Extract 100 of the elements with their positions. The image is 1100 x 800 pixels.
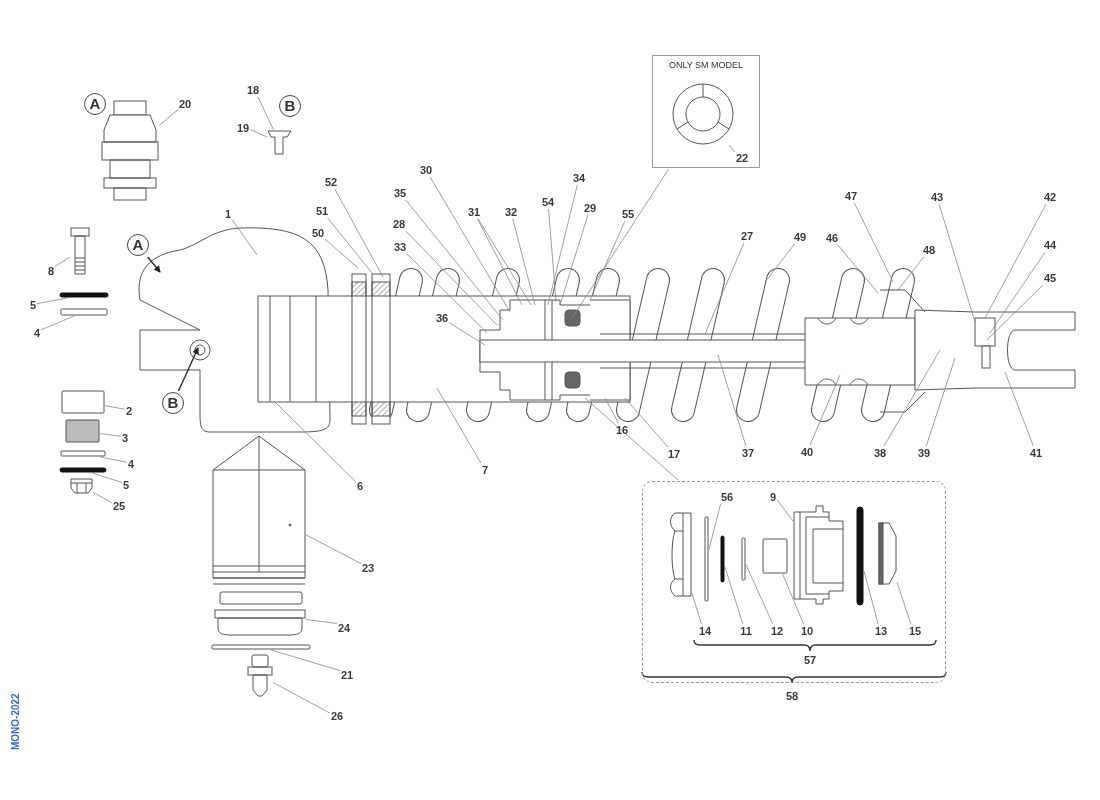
leader-line [92,491,113,504]
leader-line [477,218,523,306]
callout-number: 42 [1043,191,1057,203]
leader-line [986,284,1044,341]
arrow [177,347,199,392]
leader-line [249,129,268,138]
view-marker: A [127,234,149,256]
callout-number: 28 [392,218,406,230]
leader-line [324,238,359,269]
callout-number: 18 [246,84,260,96]
leader-line [837,244,879,294]
seal-ring-drawing [720,535,725,583]
callout-number: 8 [47,265,55,277]
seal-head-drawing [793,505,844,605]
callout-number: 32 [504,206,518,218]
callout-number: 49 [793,231,807,243]
callout-number: 12 [770,625,784,637]
leader-line [984,203,1047,319]
leader-line [272,682,331,714]
view-marker: B [279,95,301,117]
callout-number: 31 [467,206,481,218]
callout-number: 5 [122,479,130,491]
shim-drawing [741,537,746,581]
leader-line [405,230,498,326]
leader-line [512,218,536,306]
leader-line [584,397,679,481]
leader-line [305,534,362,564]
callout-number: 5 [29,299,37,311]
washer-drawing [60,308,108,316]
callout-number: 14 [698,625,712,637]
leader-line [448,322,486,346]
leader-line [728,144,736,153]
leader-line [938,203,976,323]
callout-number: 36 [435,312,449,324]
leader-line [776,499,794,522]
leader-line [1004,371,1034,447]
leader-line [897,256,924,291]
leader-line [436,387,482,464]
callout-number: 10 [800,625,814,637]
leader-line [104,405,126,410]
bushing-drawing [762,538,788,574]
callout-number: 3 [121,432,129,444]
callout-number: 4 [33,327,41,339]
leader-line [724,566,744,625]
leader-line [99,433,122,437]
bleed-screw-drawing [267,130,292,155]
leader-line [624,397,669,448]
leader-line [717,354,747,447]
callout-number: 21 [340,669,354,681]
callout-number: 23 [361,562,375,574]
leader-line [54,256,71,267]
leader-line [274,401,357,483]
callout-number: 52 [324,176,338,188]
callout-number: 13 [874,625,888,637]
callout-number: 11 [740,625,752,637]
callout-number: 16 [615,424,629,436]
leader-line [477,218,532,306]
view-marker: A [84,93,106,115]
dust-seal-drawing [878,522,897,585]
leader-line [334,188,384,278]
callout-number: 51 [315,205,329,217]
gasket-drawing [211,644,311,650]
leader-line [883,349,941,447]
callout-number: 57 [803,654,817,666]
piston-drawing [668,512,692,597]
leader-line [36,297,68,304]
washer-drawing [60,450,106,457]
leader-line [854,202,894,283]
callout-number: 17 [667,448,681,460]
callout-number: 54 [541,196,555,208]
leader-line [257,96,274,131]
leader-line [764,243,795,283]
leader-line [925,357,956,447]
leader-line [571,168,670,319]
callout-number: 15 [908,625,922,637]
callout-number: 50 [311,227,325,239]
leader-line [782,573,804,625]
callout-number: 29 [583,202,597,214]
nut-drawing [70,478,93,494]
callout-number: 22 [735,152,749,164]
bushing-drawing [61,390,105,414]
o-ring-drawing [856,506,864,606]
callout-number: 35 [393,187,407,199]
leader-line [91,472,123,483]
leader-line [327,217,373,274]
leader-line [745,564,774,625]
valve-ring-drawing [672,83,734,145]
callout-number: 47 [844,190,858,202]
leader-line [405,199,504,321]
callout-number: 56 [720,491,734,503]
callout-number: 58 [785,690,799,702]
view-marker: B [162,392,184,414]
leader-line [708,503,721,550]
leader-line [305,619,338,624]
shim-drawing [704,516,709,602]
reservoir-drawing [212,435,306,586]
inset-frame [652,55,760,168]
leader-line [231,219,258,256]
callout-number: 9 [769,491,777,503]
o-ring-drawing [59,292,109,298]
